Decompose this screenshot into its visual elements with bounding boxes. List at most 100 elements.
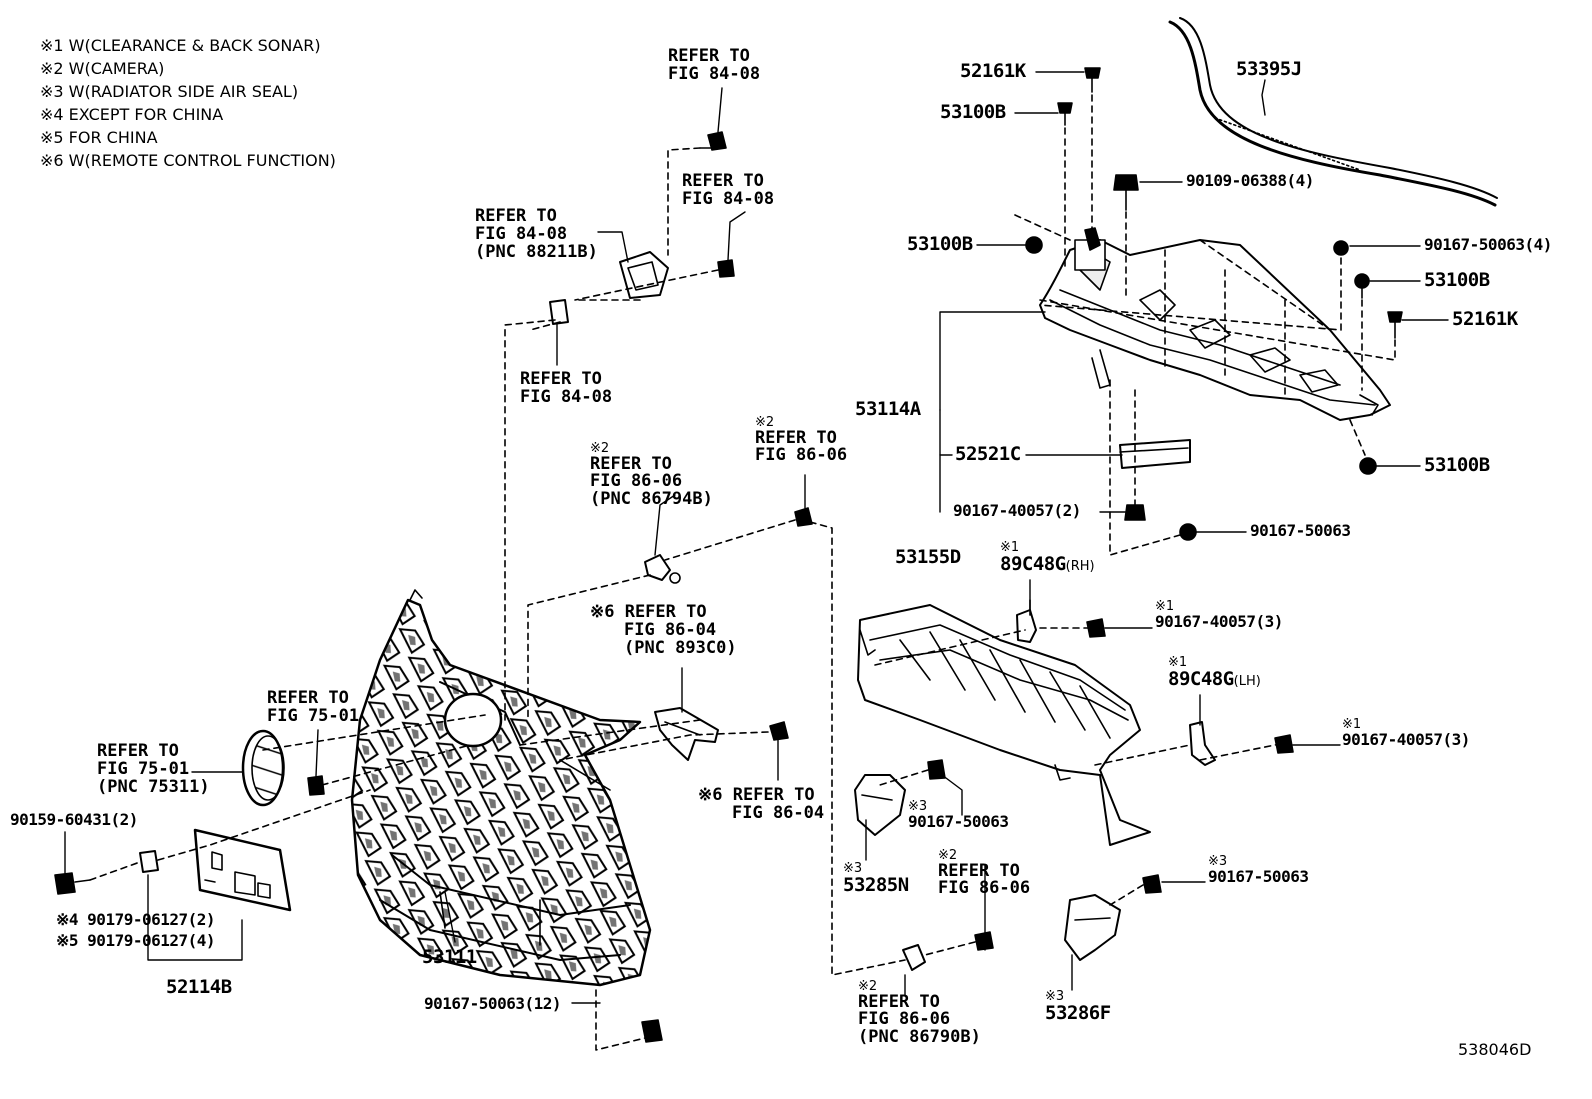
part-52161K-top[interactable]: 52161K (960, 60, 1026, 82)
emblem-clip (307, 775, 325, 796)
ref-note: ※2 (590, 441, 610, 456)
radiator-grille-53111 (350, 589, 652, 987)
clip-52161K-right (1387, 311, 1403, 339)
part-note: ※1 (1342, 717, 1362, 732)
part-53100B-bottom[interactable]: 53100B (1424, 454, 1490, 476)
ref-line: FIG 86-06 (858, 1009, 951, 1030)
side-seal-53286F (1064, 894, 1121, 961)
ref-line: FIG 75-01 (97, 758, 190, 779)
clip-53100B-left (1025, 236, 1043, 254)
part-90167-50063-12[interactable]: 90167-50063(12) (424, 994, 562, 1013)
ref-line: FIG 86-06 (938, 878, 1031, 899)
part-53286F-group[interactable]: ※3 53286F (1045, 990, 1111, 1024)
ref-line: REFER TO (267, 688, 349, 708)
side-label: (LH) (1233, 673, 1261, 689)
ref-line: FIG 84-08 (668, 63, 761, 84)
ref-line: (PNC 86790B) (858, 1027, 981, 1048)
part-number: 90167-50063 (908, 811, 1009, 831)
clip-53100B-right (1354, 273, 1370, 299)
part-90109-06388[interactable]: 90109-06388(4) (1186, 171, 1314, 190)
bolt-90167-50063-c (1142, 874, 1162, 894)
part-53285N-group[interactable]: ※3 53285N (843, 862, 909, 896)
ref-fig-86-06-lower-camera[interactable]: ※2 REFER TO FIG 86-06 (PNC 86790B) (858, 980, 981, 1047)
part-90167-50063-a[interactable]: 90167-50063 (1250, 521, 1351, 540)
part-53100B-left[interactable]: 53100B (907, 233, 973, 255)
ref-fig-75-01-emblem[interactable]: REFER TO FIG 75-01 (PNC 75311) (97, 742, 210, 797)
part-89C48G-lh-group[interactable]: ※1 89C48G(LH) (1168, 656, 1261, 690)
remote-bolt (769, 721, 789, 741)
ref-line: (PNC 86794B) (590, 489, 713, 510)
note-3: ※3 W(RADIATOR SIDE AIR SEAL) (40, 82, 299, 101)
ref-fig-86-04-bolt[interactable]: ※6 REFER TO FIG 86-04 (698, 786, 824, 823)
ref-line: FIG 84-08 (682, 188, 775, 209)
sensor-bolt-right (717, 259, 735, 278)
emblem-75311 (241, 729, 285, 807)
part-90167-40057-2[interactable]: 90167-40057(2) (953, 501, 1081, 520)
note-4: ※4 EXCEPT FOR CHINA (40, 105, 224, 124)
radiator-support-53114A (1039, 227, 1391, 421)
part-53395J[interactable]: 53395J (1236, 58, 1302, 80)
part-52521C[interactable]: 52521C (955, 443, 1021, 465)
ref-line: REFER TO (755, 427, 837, 448)
ref-fig-86-06-bolt[interactable]: ※2 REFER TO FIG 86-06 (755, 416, 847, 465)
part-90167-50063-b-group[interactable]: ※3 90167-50063 (908, 799, 1009, 831)
part-53114A[interactable]: 53114A (855, 398, 921, 420)
part-53155D[interactable]: 53155D (895, 546, 961, 568)
part-note: ※1 (1168, 655, 1188, 670)
ref-fig-84-08-right[interactable]: REFER TO FIG 84-08 (682, 171, 775, 209)
ref-fig-75-01-clip[interactable]: REFER TO FIG 75-01 (267, 688, 360, 726)
part-note: ※3 (908, 799, 928, 814)
note-2: ※2 W(CAMERA) (40, 59, 165, 78)
part-number: 90167-40057(3) (1155, 611, 1283, 631)
part-90159-60431[interactable]: 90159-60431(2) (10, 810, 138, 829)
bolt-90167-40057-3a (1086, 618, 1106, 638)
sensor-bracket (549, 299, 569, 325)
part-note: ※3 (1045, 989, 1065, 1004)
part-90167-50063-c-group[interactable]: ※3 90167-50063 (1208, 855, 1309, 885)
ref-fig-86-06-lower-bolt[interactable]: ※2 REFER TO FIG 86-06 (938, 849, 1030, 898)
sonar-sensor-rh (1016, 599, 1037, 643)
part-52161K-right[interactable]: 52161K (1452, 308, 1518, 330)
part-90167-40057-3a-group[interactable]: ※1 90167-40057(3) (1155, 600, 1283, 630)
note-1: ※1 W(CLEARANCE & BACK SONAR) (40, 36, 321, 55)
ref-line: FIG 86-06 (590, 471, 683, 492)
part-note: ※1 (1155, 599, 1175, 614)
air-seal-53395J (1168, 17, 1498, 207)
bolt-90167-50063-4 (1333, 240, 1349, 256)
part-number: 89C48G (1168, 667, 1234, 690)
ref-fig-86-06-camera[interactable]: ※2 REFER TO FIG 86-06 (PNC 86794B) (590, 442, 713, 509)
ref-line: REFER TO (858, 991, 940, 1012)
part-53100B-right[interactable]: 53100B (1424, 269, 1490, 291)
ref-fig-86-04-bracket[interactable]: ※6 REFER TO FIG 86-04 (PNC 893C0) (590, 603, 737, 658)
air-guide-53155D (857, 604, 1151, 846)
camera-bolt (794, 507, 813, 527)
side-label: (RH) (1065, 558, 1095, 574)
part-90179-06127-2[interactable]: ※4 90179-06127(2) (56, 910, 216, 929)
ref-line: (PNC 88211B) (475, 241, 598, 262)
part-89C48G-rh-group[interactable]: ※1 89C48G(RH) (1000, 541, 1095, 575)
ref-line: REFER TO (682, 171, 764, 191)
ref-line: FIG 84-08 (520, 386, 613, 407)
part-number: 90167-40057(3) (1342, 729, 1470, 749)
part-90167-40057-3b-group[interactable]: ※1 90167-40057(3) (1342, 718, 1470, 748)
part-52114B[interactable]: 52114B (166, 976, 232, 998)
ref-fig-84-08-lower[interactable]: REFER TO FIG 84-08 (520, 370, 613, 407)
ref-note: ※2 (858, 979, 878, 994)
ref-line: (PNC 75311) (97, 776, 210, 797)
clip-53100B-top (1057, 102, 1073, 126)
part-90167-50063-4[interactable]: 90167-50063(4) (1424, 235, 1552, 254)
part-number: 53286F (1045, 1001, 1111, 1024)
ref-note: ※2 (755, 415, 775, 430)
part-90179-06127-4[interactable]: ※5 90179-06127(4) (56, 931, 216, 950)
ref-line: FIG 75-01 (267, 705, 360, 726)
part-note: ※3 (843, 861, 863, 876)
part-53111[interactable]: 53111 (422, 946, 477, 968)
ref-fig-84-08-top[interactable]: REFER TO FIG 84-08 (668, 47, 761, 84)
camera-bolt-lower (974, 931, 994, 951)
ref-fig-84-08-sensor[interactable]: REFER TO FIG 84-08 (PNC 88211B) (475, 207, 598, 262)
clip-53100B-bottom (1359, 457, 1377, 475)
part-53100B-top[interactable]: 53100B (940, 101, 1006, 123)
part-number: 89C48G (1000, 552, 1066, 575)
bolt-90167-40057-2 (1124, 504, 1146, 521)
bracket-52521C (1119, 439, 1191, 469)
